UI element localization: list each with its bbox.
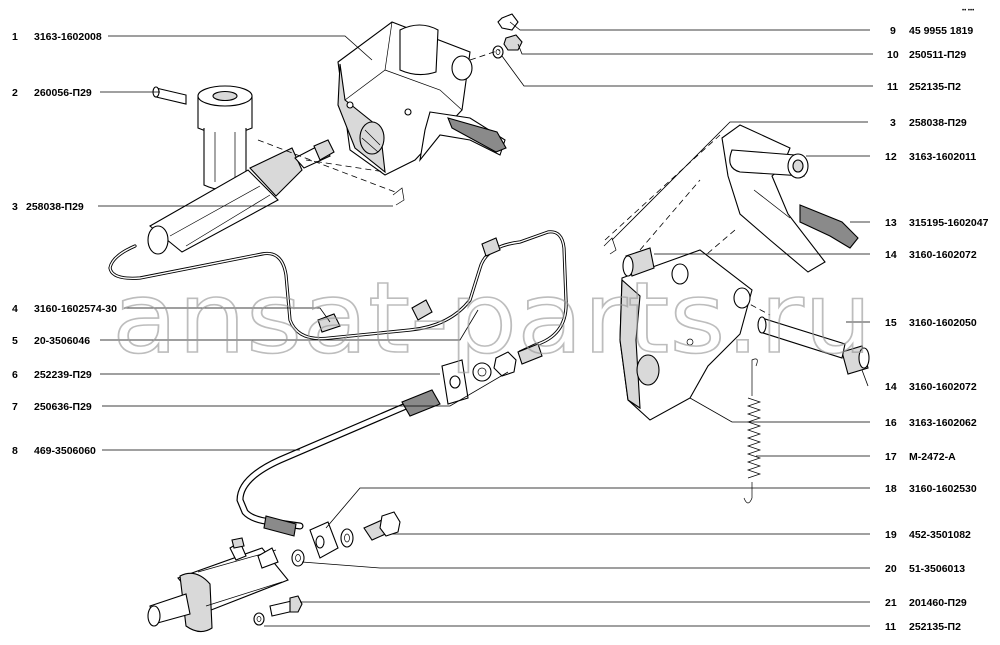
callout-part-number: 260056-П29: [34, 87, 92, 99]
watermark-text: ansat-parts.ru: [112, 262, 872, 376]
banjo-fitting-group: [291, 511, 401, 567]
callout-part-number: 250511-П29: [909, 49, 966, 61]
callout-part-number: 45 9955 1819: [909, 25, 973, 37]
callout-number: 15: [885, 317, 897, 329]
callout-part-number: 452-3501082: [909, 529, 971, 541]
callout-number: 18: [885, 483, 897, 495]
callout-number: 17: [885, 451, 897, 463]
callout-number: 1: [12, 31, 18, 43]
callout-number: 5: [12, 335, 18, 347]
callout-part-number: 3160-1602050: [909, 317, 977, 329]
callout-number: 14: [885, 381, 897, 393]
callout-number: 19: [885, 529, 897, 541]
bushing-group: [622, 247, 870, 375]
callout-part-number: 3163-1602011: [909, 151, 976, 163]
callout-part-number: 252135-П2: [909, 621, 961, 633]
callout-part-number: 3163-1602008: [34, 31, 102, 43]
callout-part-number: 3160-1602072: [909, 381, 977, 393]
callout-number: 13: [885, 217, 897, 229]
callout-number: 12: [885, 151, 897, 163]
callout-part-number: М-2472-А: [909, 451, 956, 463]
clutch-slave-cylinder: [147, 537, 289, 633]
corner-mark: •• •••: [962, 8, 974, 14]
pivot-pin: [757, 316, 846, 359]
pedal-bracket-top: [337, 21, 473, 176]
callout-number: 14: [885, 249, 897, 261]
pedal-lever-right: [721, 124, 859, 273]
callout-part-number: 20-3506046: [34, 335, 90, 347]
callout-number: 3: [890, 117, 896, 129]
callout-number: 7: [12, 401, 18, 413]
clip-right: [603, 237, 617, 255]
pedal-lever-left: [419, 111, 507, 162]
pedal-bracket-right: [619, 249, 753, 421]
callout-number: 11: [885, 621, 896, 633]
hose-bracket: [441, 343, 543, 405]
callout-part-number: 252135-П2: [909, 81, 961, 93]
callout-number: 3: [12, 201, 18, 213]
callout-number: 9: [890, 25, 896, 37]
callout-part-number: 315195-1602047: [909, 217, 989, 229]
callout-number: 2: [12, 87, 18, 99]
callout-part-number: 258038-П29: [909, 117, 967, 129]
callout-part-number: 469-3506060: [34, 445, 96, 457]
clip-left: [392, 187, 405, 206]
callout-part-number: 51-3506013: [909, 563, 965, 575]
callout-labels: 1 3163-1602008 2 260056-П29 3 258038-П29…: [12, 25, 989, 633]
callout-number: 21: [885, 597, 897, 609]
callout-number: 6: [12, 369, 18, 381]
parts-drawing: [108, 13, 870, 633]
nut-washer-group: [492, 13, 523, 59]
callout-part-number: 3160-1602530: [909, 483, 977, 495]
callout-number: 10: [887, 49, 899, 61]
flexible-hose: [236, 389, 441, 537]
clutch-master-cylinder: [147, 85, 335, 255]
callout-number: 4: [12, 303, 18, 315]
leader-lines: [98, 21, 873, 627]
callout-number: 20: [885, 563, 897, 575]
return-spring: [743, 358, 762, 504]
callout-number: 11: [887, 81, 898, 93]
callout-part-number: 201460-П29: [909, 597, 967, 609]
callout-number: 8: [12, 445, 18, 457]
callout-part-number: 252239-П29: [34, 369, 92, 381]
callout-part-number: 3160-1602072: [909, 249, 977, 261]
callout-number: 16: [885, 417, 897, 429]
hydraulic-tube: [108, 230, 568, 354]
callout-part-number: 3163-1602062: [909, 417, 977, 429]
callout-part-number: 258038-П29: [26, 201, 84, 213]
callout-part-number: 250636-П29: [34, 401, 92, 413]
bolt-washer-bottom: [253, 595, 303, 626]
callout-part-number: 3160-1602574-30: [34, 303, 117, 315]
